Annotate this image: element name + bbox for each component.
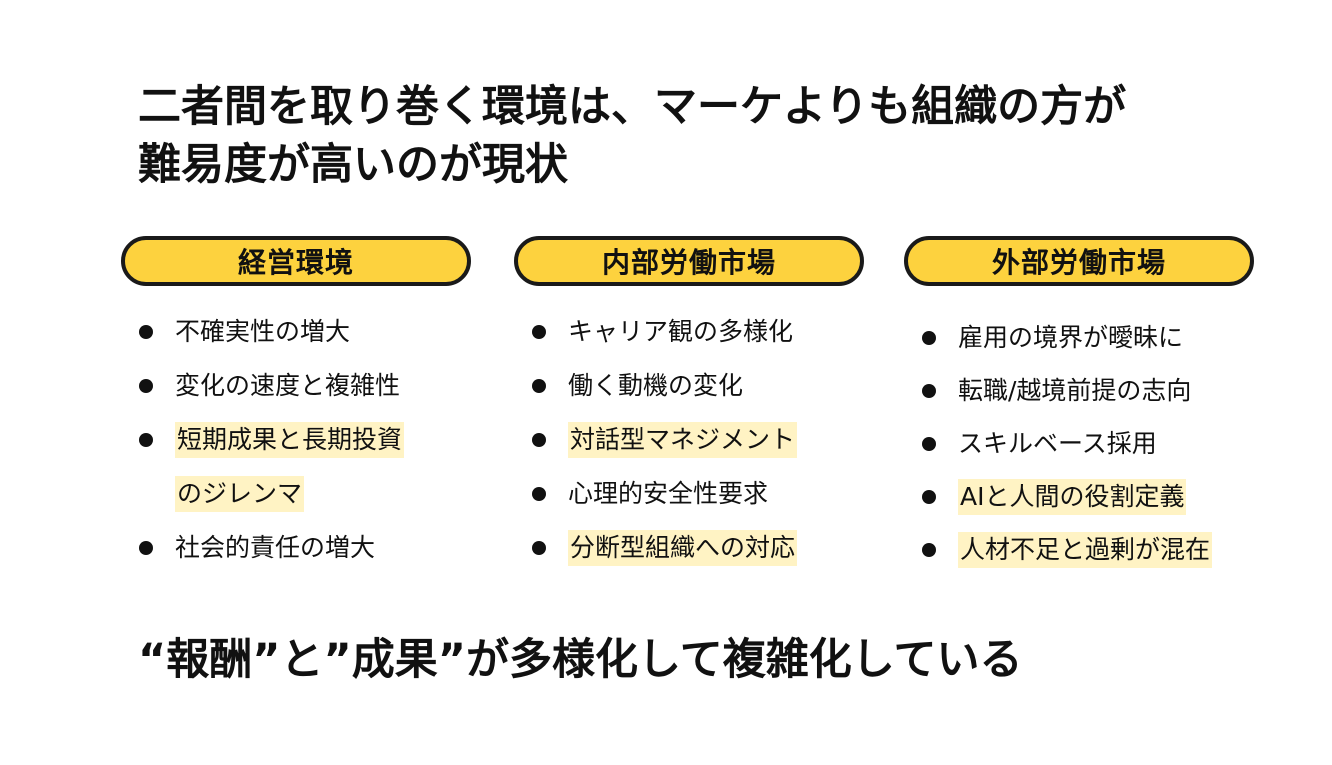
bullet-icon <box>139 379 153 393</box>
list-item: 社会的責任の増大 <box>139 530 469 566</box>
item-list-business-environment: 不確実性の増大 変化の速度と複雑性 短期成果と長期投資のジレンマ 社会的責任の増… <box>139 314 469 584</box>
column-header-business-environment: 経営環境 <box>121 236 471 286</box>
list-item-text: 変化の速度と複雑性 <box>175 371 401 400</box>
column-external-labor-market: 外部労働市場 雇用の境界が曖昧に 転職/越境前提の志向 スキルベース採用 AIと… <box>904 236 1254 568</box>
column-header-external-labor-market: 外部労働市場 <box>904 236 1254 286</box>
bullet-icon <box>139 541 153 555</box>
list-item: 短期成果と長期投資のジレンマ <box>139 422 469 512</box>
column-business-environment: 経営環境 不確実性の増大 変化の速度と複雑性 短期成果と長期投資のジレンマ 社会… <box>121 236 471 562</box>
list-item-text: 社会的責任の増大 <box>175 533 376 562</box>
list-item-text: 不確実性の増大 <box>175 317 351 346</box>
list-item-text-highlighted: 分断型組織への対応 <box>568 530 798 566</box>
list-item-text-highlighted: 対話型マネジメント <box>568 422 798 458</box>
bullet-icon <box>532 541 546 555</box>
bullet-icon <box>139 433 153 447</box>
bullet-icon <box>922 490 936 504</box>
list-item-text: 転職/越境前提の志向 <box>958 376 1192 405</box>
bullet-icon <box>922 384 936 398</box>
list-item: 対話型マネジメント <box>532 422 862 458</box>
bullet-icon <box>922 543 936 557</box>
list-item-text: 雇用の境界が曖昧に <box>958 323 1184 352</box>
list-item: スキルベース採用 <box>922 426 1252 462</box>
list-item: 雇用の境界が曖昧に <box>922 320 1252 356</box>
list-item-text: キャリア観の多様化 <box>568 317 794 346</box>
list-item-text-line-2: のジレンマ <box>175 476 305 512</box>
column-internal-labor-market: 内部労働市場 キャリア観の多様化 働く動機の変化 対話型マネジメント 心理的安全… <box>514 236 864 566</box>
bullet-icon <box>922 437 936 451</box>
bullet-icon <box>532 325 546 339</box>
bullet-icon <box>139 325 153 339</box>
bullet-icon <box>532 379 546 393</box>
list-item: 変化の速度と複雑性 <box>139 368 469 404</box>
list-item-text: 心理的安全性要求 <box>568 479 769 508</box>
slide-title-line-1: 二者間を取り巻く環境は、マーケよりも組織の方が <box>138 82 1127 132</box>
list-item-text: 短期成果と長期投資のジレンマ <box>175 422 405 512</box>
list-item: 分断型組織への対応 <box>532 530 862 566</box>
slide-title: 二者間を取り巻く環境は、マーケよりも組織の方が 難易度が高いのが現状 <box>138 78 1238 194</box>
list-item-text: 働く動機の変化 <box>568 371 744 400</box>
list-item: 働く動機の変化 <box>532 368 862 404</box>
list-item-text-line-1: 短期成果と長期投資 <box>175 422 405 458</box>
item-list-external-labor-market: 雇用の境界が曖昧に 転職/越境前提の志向 スキルベース採用 AIと人間の役割定義… <box>922 320 1252 585</box>
item-list-internal-labor-market: キャリア観の多様化 働く動機の変化 対話型マネジメント 心理的安全性要求 分断型… <box>532 314 862 584</box>
list-item: 人材不足と過剰が混在 <box>922 532 1252 568</box>
list-item: 転職/越境前提の志向 <box>922 373 1252 409</box>
list-item: 心理的安全性要求 <box>532 476 862 512</box>
list-item-text-highlighted: AIと人間の役割定義 <box>958 479 1187 515</box>
list-item: キャリア観の多様化 <box>532 314 862 350</box>
list-item: 不確実性の増大 <box>139 314 469 350</box>
column-header-internal-labor-market: 内部労働市場 <box>514 236 864 286</box>
list-item: AIと人間の役割定義 <box>922 479 1252 515</box>
bottom-message: “報酬”と”成果”が多様化して複雑化している <box>138 635 1023 685</box>
bullet-icon <box>922 331 936 345</box>
slide-title-line-2: 難易度が高いのが現状 <box>138 140 568 190</box>
list-item-text-highlighted: 人材不足と過剰が混在 <box>958 532 1213 568</box>
bullet-icon <box>532 487 546 501</box>
list-item-text: スキルベース採用 <box>958 429 1157 458</box>
bullet-icon <box>532 433 546 447</box>
